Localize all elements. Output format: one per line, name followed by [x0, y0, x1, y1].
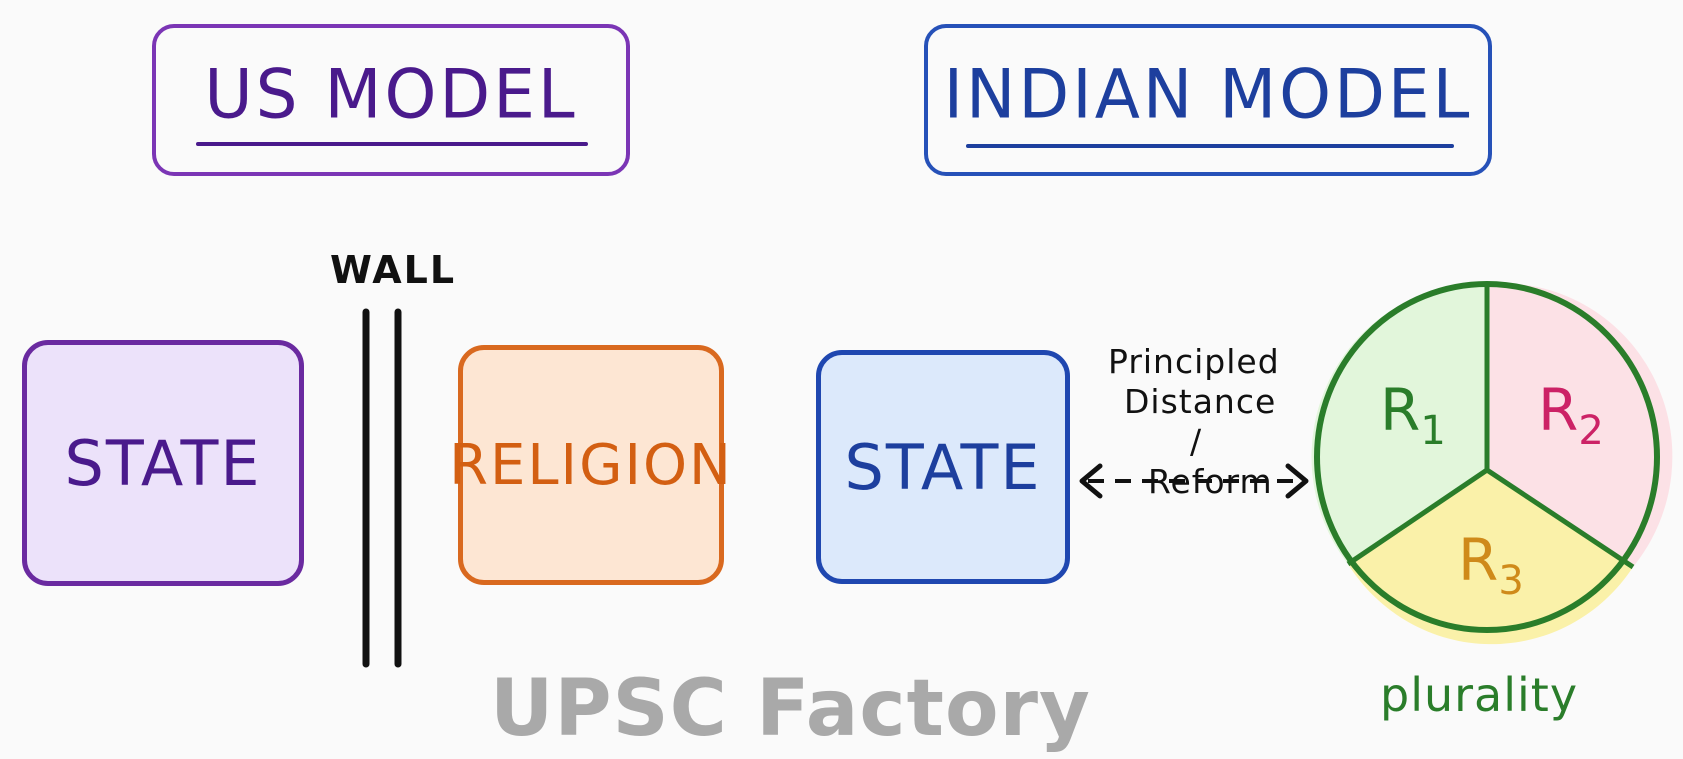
watermark: UPSC Factory	[490, 664, 1091, 754]
arrow-head-left	[1079, 463, 1103, 499]
indian-model-title-underline	[966, 144, 1454, 148]
indian-model-title: INDIAN MODEL	[943, 55, 1473, 134]
us-model-title-underline	[196, 142, 588, 146]
indian-state-label: STATE	[844, 430, 1042, 504]
wall-label: WALL	[330, 248, 457, 292]
arrow-label-line2: Distance /	[1124, 382, 1277, 461]
r3-sub: 3	[1498, 558, 1523, 604]
plurality-circle	[1314, 281, 1660, 633]
arrow-label-line1: Principled	[1108, 342, 1280, 381]
divider-right	[1485, 467, 1635, 570]
r1-sub: 1	[1420, 408, 1445, 454]
r3-base: R	[1458, 526, 1498, 594]
us-model-title-box: US MODEL	[152, 24, 630, 176]
r1-base: R	[1380, 376, 1420, 444]
religion-box: RELIGION	[449, 345, 731, 585]
divider-left	[1346, 467, 1489, 567]
indian-model-title-box: INDIAN MODEL	[924, 24, 1492, 176]
us-state-label: STATE	[64, 426, 262, 500]
r2-base: R	[1538, 376, 1578, 444]
indian-state-box: STATE	[816, 350, 1070, 584]
us-state-box: STATE	[22, 340, 304, 586]
arrow-head-right	[1285, 463, 1309, 499]
segment-r3	[1348, 470, 1633, 645]
segment-r1-label: R1	[1380, 376, 1446, 454]
segment-r3-label: R3	[1458, 526, 1524, 604]
segment-r2-label: R2	[1538, 376, 1604, 454]
arrow-label: Principled Distance / Reform	[1108, 342, 1280, 502]
plurality-caption: plurality	[1380, 668, 1579, 722]
religion-label: RELIGION	[449, 432, 733, 498]
segment-r1	[1311, 283, 1487, 564]
us-model-title: US MODEL	[204, 55, 578, 134]
r2-sub: 2	[1578, 408, 1603, 454]
